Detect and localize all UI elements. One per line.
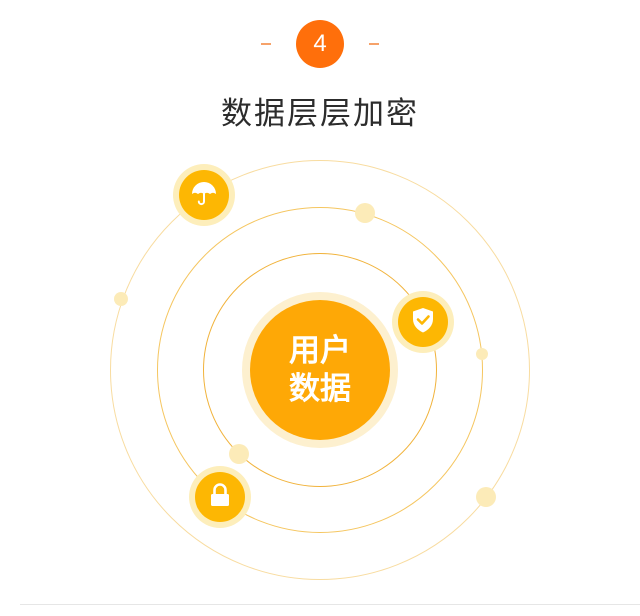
center-label-line2: 数据 — [289, 371, 351, 407]
center-label-line1: 用户 — [289, 333, 351, 369]
step-number: 4 — [313, 30, 327, 57]
orbit-dot — [114, 292, 128, 306]
section-title: 数据层层加密 — [221, 96, 419, 132]
orbit-dot — [355, 203, 375, 223]
orbit-dot — [476, 348, 488, 360]
inner-orbit — [203, 253, 437, 487]
right-dash — [369, 43, 379, 45]
user-data-center: 用户 数据 — [250, 300, 390, 440]
bottom-divider — [20, 604, 640, 605]
left-dash — [261, 43, 271, 45]
step-indicator: 4 — [0, 20, 640, 68]
outer-orbit — [110, 160, 530, 580]
lock-node — [189, 466, 251, 528]
umbrella-node — [173, 164, 235, 226]
lock-icon — [205, 480, 235, 514]
step-number-badge: 4 — [296, 20, 344, 68]
shield-check-icon — [408, 305, 438, 339]
umbrella-icon — [189, 178, 219, 212]
orbit-dot — [229, 444, 249, 464]
shield-node — [392, 291, 454, 353]
orbit-dot — [476, 487, 496, 507]
middle-orbit — [157, 207, 483, 533]
